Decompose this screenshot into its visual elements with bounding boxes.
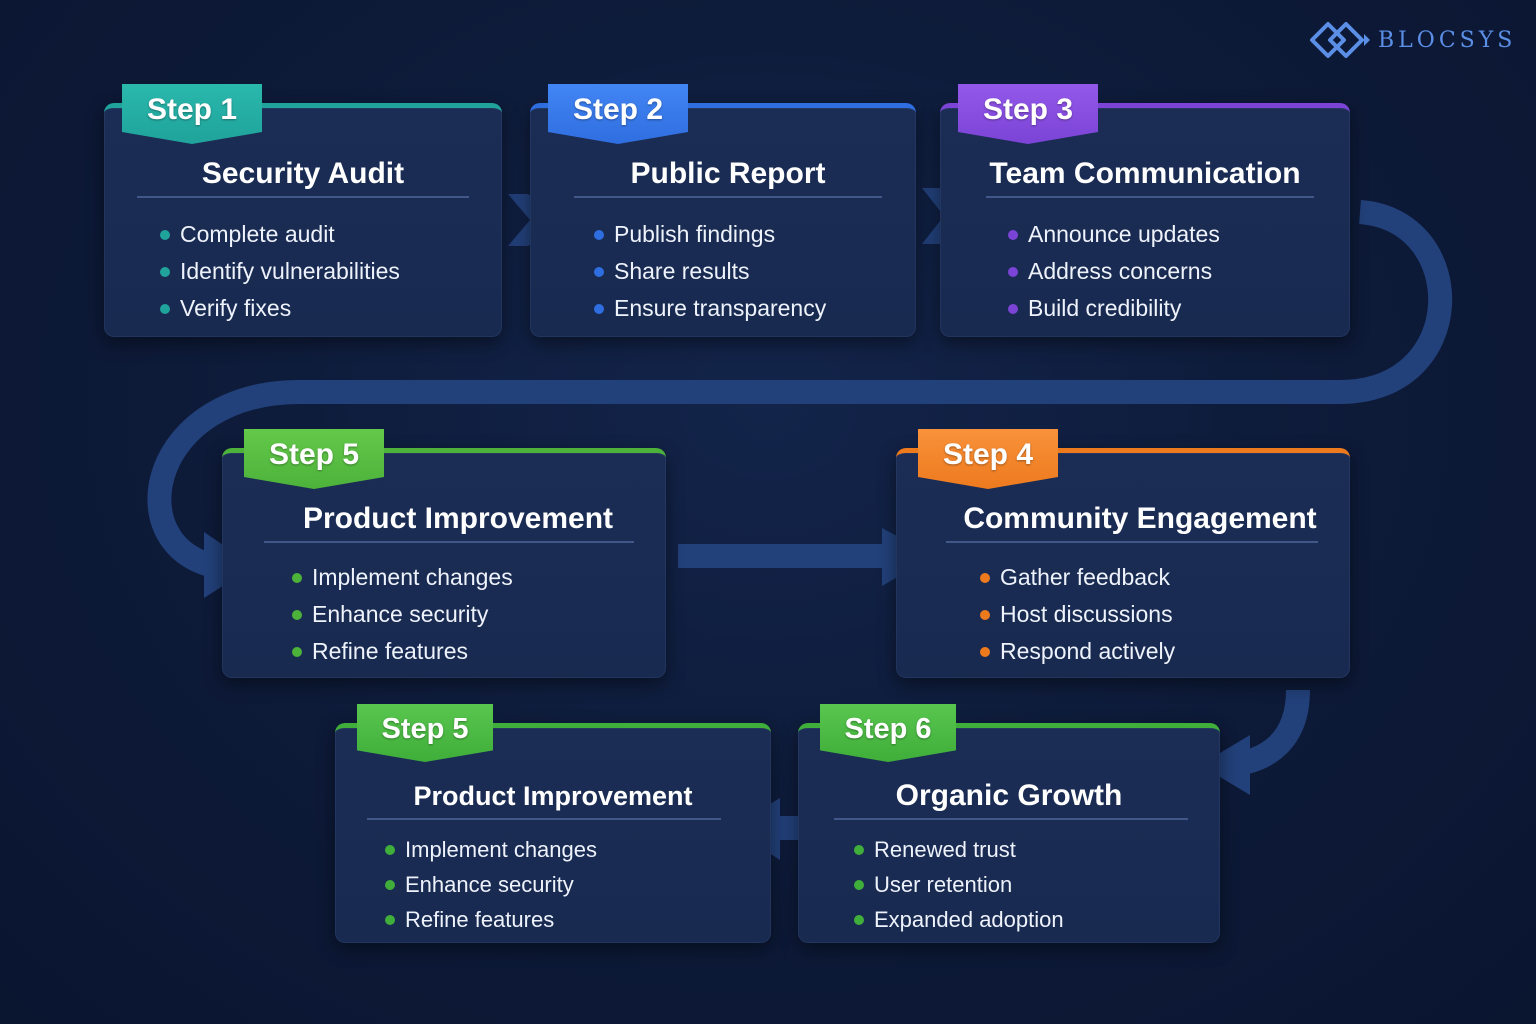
bullet-dot-icon [1008, 303, 1018, 314]
step-title: Organic Growth [895, 779, 1123, 812]
list-item: Implement changes [292, 559, 513, 596]
bullet-dot-icon [980, 609, 990, 620]
list-item: Share results [594, 253, 826, 290]
bullet-dot-icon [980, 572, 990, 583]
list-item: Gather feedback [980, 559, 1175, 596]
step-badge: Step 3 [958, 84, 1098, 144]
step-bullet-list: Publish findings Share results Ensure tr… [594, 216, 826, 327]
step-title: Team Communication [989, 157, 1301, 190]
bullet-dot-icon [292, 646, 302, 657]
step-badge: Step 4 [918, 429, 1058, 489]
bullet-dot-icon [1008, 266, 1018, 277]
list-item: Build credibility [1008, 290, 1220, 327]
bullet-dot-icon [594, 266, 604, 277]
list-item: Refine features [385, 902, 597, 937]
step-badge: Step 1 [122, 84, 262, 144]
list-item: Renewed trust [854, 832, 1064, 867]
step-title: Public Report [630, 157, 826, 190]
list-item: User retention [854, 867, 1064, 902]
bullet-dot-icon [292, 572, 302, 583]
loop-connector-3-to-5 [147, 200, 1453, 577]
list-item: Enhance security [385, 867, 597, 902]
title-divider [834, 818, 1188, 820]
list-item: Publish findings [594, 216, 826, 253]
diamond-link-icon [1310, 22, 1370, 58]
bullet-dot-icon [292, 609, 302, 620]
bullet-dot-icon [385, 844, 395, 855]
list-item: Implement changes [385, 832, 597, 867]
bullet-dot-icon [594, 229, 604, 240]
bullet-dot-icon [1008, 229, 1018, 240]
bullet-dot-icon [160, 266, 170, 277]
step-title: Product Improvement [302, 502, 614, 535]
step-card-team-communication: Step 3 Team Communication Announce updat… [940, 84, 1350, 337]
step-card-public-report: Step 2 Public Report Publish findings Sh… [530, 84, 916, 337]
title-divider [574, 196, 882, 198]
list-item: Identify vulnerabilities [160, 253, 400, 290]
list-item: Ensure transparency [594, 290, 826, 327]
bullet-dot-icon [385, 914, 395, 925]
step-title: Security Audit [201, 157, 405, 190]
step-badge: Step 5 [244, 429, 384, 489]
step-bullet-list: Complete audit Identify vulnerabilities … [160, 216, 400, 327]
list-item: Expanded adoption [854, 902, 1064, 937]
step-bullet-list: Gather feedback Host discussions Respond… [980, 559, 1175, 670]
list-item: Respond actively [980, 633, 1175, 670]
bullet-dot-icon [160, 303, 170, 314]
brand-logo: BLOCSYS [1308, 20, 1516, 60]
step-bullet-list: Implement changes Enhance security Refin… [292, 559, 513, 670]
step-badge: Step 5 [357, 704, 493, 762]
arrow-head-4-to-6 [1200, 735, 1250, 795]
step-card-product-improvement: Step 5 Product Improvement Implement cha… [222, 429, 666, 678]
bullet-dot-icon [854, 914, 864, 925]
step-card-community-engagement: Step 4 Community Engagement Gather feedb… [896, 429, 1350, 678]
list-item: Verify fixes [160, 290, 400, 327]
step-card-product-improvement-repeat: Step 5 Product Improvement Implement cha… [335, 704, 771, 943]
step-bullet-list: Renewed trust User retention Expanded ad… [854, 832, 1064, 937]
list-item: Refine features [292, 633, 513, 670]
title-divider [264, 541, 634, 543]
step-bullet-list: Announce updates Address concerns Build … [1008, 216, 1220, 327]
list-item: Announce updates [1008, 216, 1220, 253]
list-item: Enhance security [292, 596, 513, 633]
title-divider [986, 196, 1314, 198]
bullet-dot-icon [980, 646, 990, 657]
step-card-security-audit: Step 1 Security Audit Complete audit Ide… [104, 84, 502, 337]
brand-name: BLOCSYS [1378, 27, 1517, 53]
title-divider [137, 196, 469, 198]
bullet-dot-icon [385, 879, 395, 890]
bullet-dot-icon [854, 844, 864, 855]
bullet-dot-icon [160, 229, 170, 240]
step-badge: Step 6 [820, 704, 956, 762]
list-item: Address concerns [1008, 253, 1220, 290]
step-badge: Step 2 [548, 84, 688, 144]
step-title: Community Engagement [963, 502, 1317, 535]
step-card-organic-growth: Step 6 Organic Growth Renewed trust User… [798, 704, 1220, 943]
title-divider [946, 541, 1318, 543]
title-divider [367, 818, 721, 820]
bullet-dot-icon [594, 303, 604, 314]
step-title: Product Improvement [413, 781, 693, 811]
bullet-dot-icon [854, 879, 864, 890]
step-bullet-list: Implement changes Enhance security Refin… [385, 832, 597, 937]
list-item: Host discussions [980, 596, 1175, 633]
list-item: Complete audit [160, 216, 400, 253]
